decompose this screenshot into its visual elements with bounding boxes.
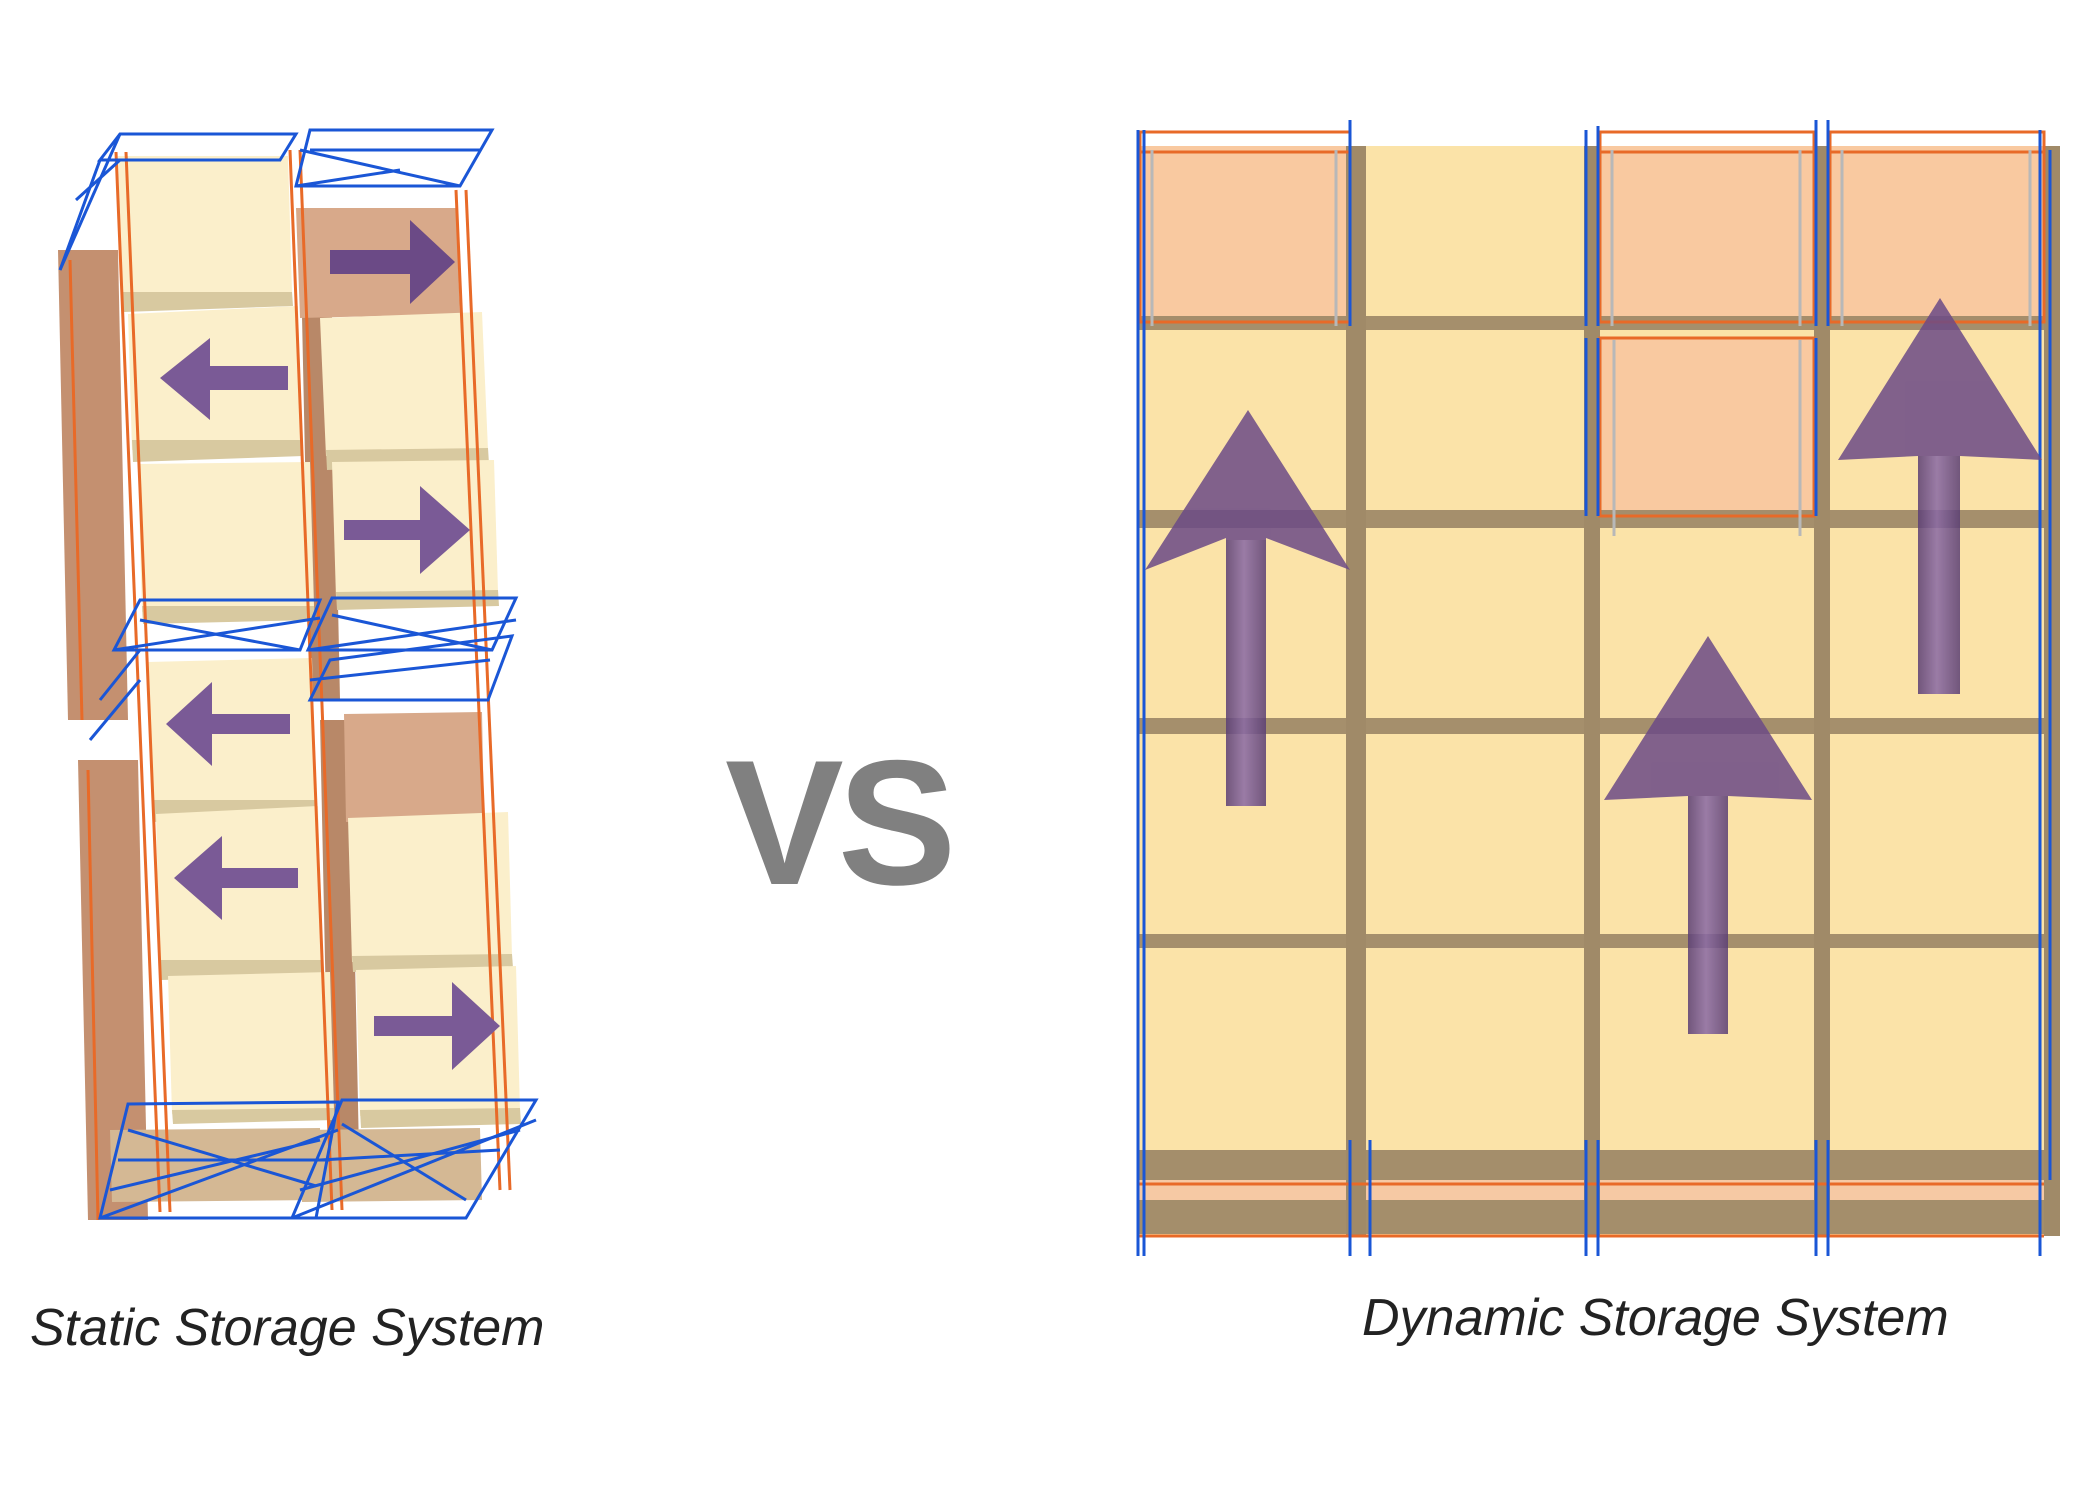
cell-orange <box>1600 338 1814 514</box>
cell-orange <box>1140 146 1350 320</box>
rack-grey-lines <box>1150 150 2032 536</box>
box <box>148 658 317 822</box>
box <box>138 462 315 624</box>
rack-frames <box>58 128 539 1220</box>
arrow-up-icon <box>1838 298 2042 694</box>
box-dark <box>344 712 484 822</box>
vs-label: VS <box>725 723 956 922</box>
arrow-left-icon <box>166 682 290 766</box>
rack-posts <box>1346 146 2060 1236</box>
arrow-left-icon <box>174 836 298 920</box>
arrow-right-icon <box>374 982 500 1070</box>
static-storage-caption: Static Storage System <box>30 1299 545 1357</box>
dynamic-storage-caption: Dynamic Storage System <box>1362 1289 1949 1347</box>
box <box>156 806 323 980</box>
cell-orange <box>1830 146 2044 320</box>
arrow-right-icon <box>344 486 470 574</box>
static-storage-rack <box>58 128 539 1221</box>
box <box>168 972 335 1124</box>
arrow-up-icon <box>1604 636 1812 1034</box>
box <box>356 966 521 1128</box>
rack-back-column <box>58 250 128 720</box>
dynamic-storage-rack <box>1136 120 2060 1256</box>
cell-orange <box>1600 146 1814 320</box>
rack-blue-uprights <box>1136 120 2052 1256</box>
arrow-right-icon <box>330 220 455 304</box>
arrow-up-icon <box>1145 410 1350 806</box>
arrow-left-icon <box>160 338 288 420</box>
box <box>118 156 293 312</box>
